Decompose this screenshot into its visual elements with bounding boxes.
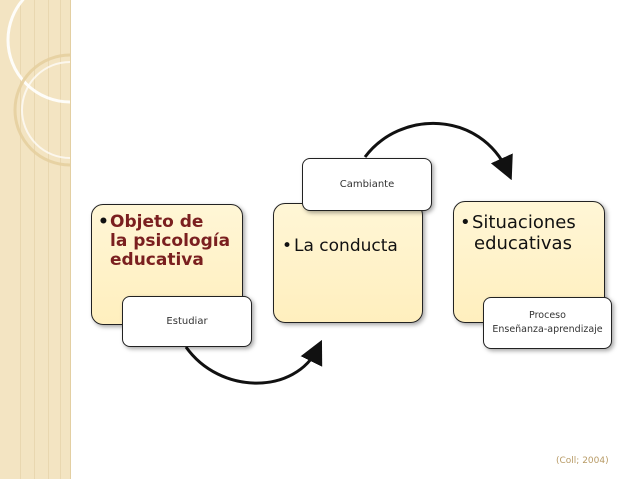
label-cambiante-text: Cambiante	[339, 179, 395, 190]
bullet: •	[98, 212, 109, 232]
box-conducta-text: • La conducta	[282, 237, 398, 256]
bullet: •	[460, 212, 471, 233]
sidebar-stripe	[60, 0, 61, 479]
label-estudiar-text: Estudiar	[166, 316, 208, 327]
arrow-estudiar-to-conducta	[184, 339, 323, 385]
decorative-circles	[6, 0, 70, 167]
sidebar-stripe	[34, 0, 35, 479]
label-estudiar: Estudiar	[122, 296, 252, 347]
box-conducta-label: La conducta	[294, 236, 398, 256]
sidebar-stripe	[20, 0, 21, 479]
box-situaciones-text: • Situaciones educativas	[460, 212, 576, 254]
sidebar-stripe	[48, 0, 49, 479]
box-objeto-line-2: la psicología	[110, 231, 231, 251]
label-proceso: Proceso Enseñanza-aprendizaje	[483, 297, 612, 349]
box-objeto-line-1: Objeto de	[110, 212, 204, 232]
box-la-conducta: • La conducta	[273, 203, 423, 323]
box-situaciones-line-1: Situaciones	[472, 212, 576, 233]
decorative-sidebar	[0, 0, 71, 479]
label-proceso-line-1: Proceso	[529, 310, 566, 321]
box-objeto-psicologia: • Objeto de la psicología educativa	[91, 204, 243, 325]
box-situaciones-line-2: educativas	[474, 233, 572, 254]
box-objeto-line-3: educativa	[110, 250, 204, 270]
bullet: •	[282, 236, 293, 256]
citation: (Coll; 2004)	[556, 456, 609, 466]
box-objeto-text: • Objeto de la psicología educativa	[98, 213, 230, 270]
label-proceso-line-2: Enseñanza-aprendizaje	[492, 324, 603, 335]
label-cambiante: Cambiante	[302, 158, 432, 211]
arrow-cambiante-to-situaciones	[363, 121, 513, 181]
